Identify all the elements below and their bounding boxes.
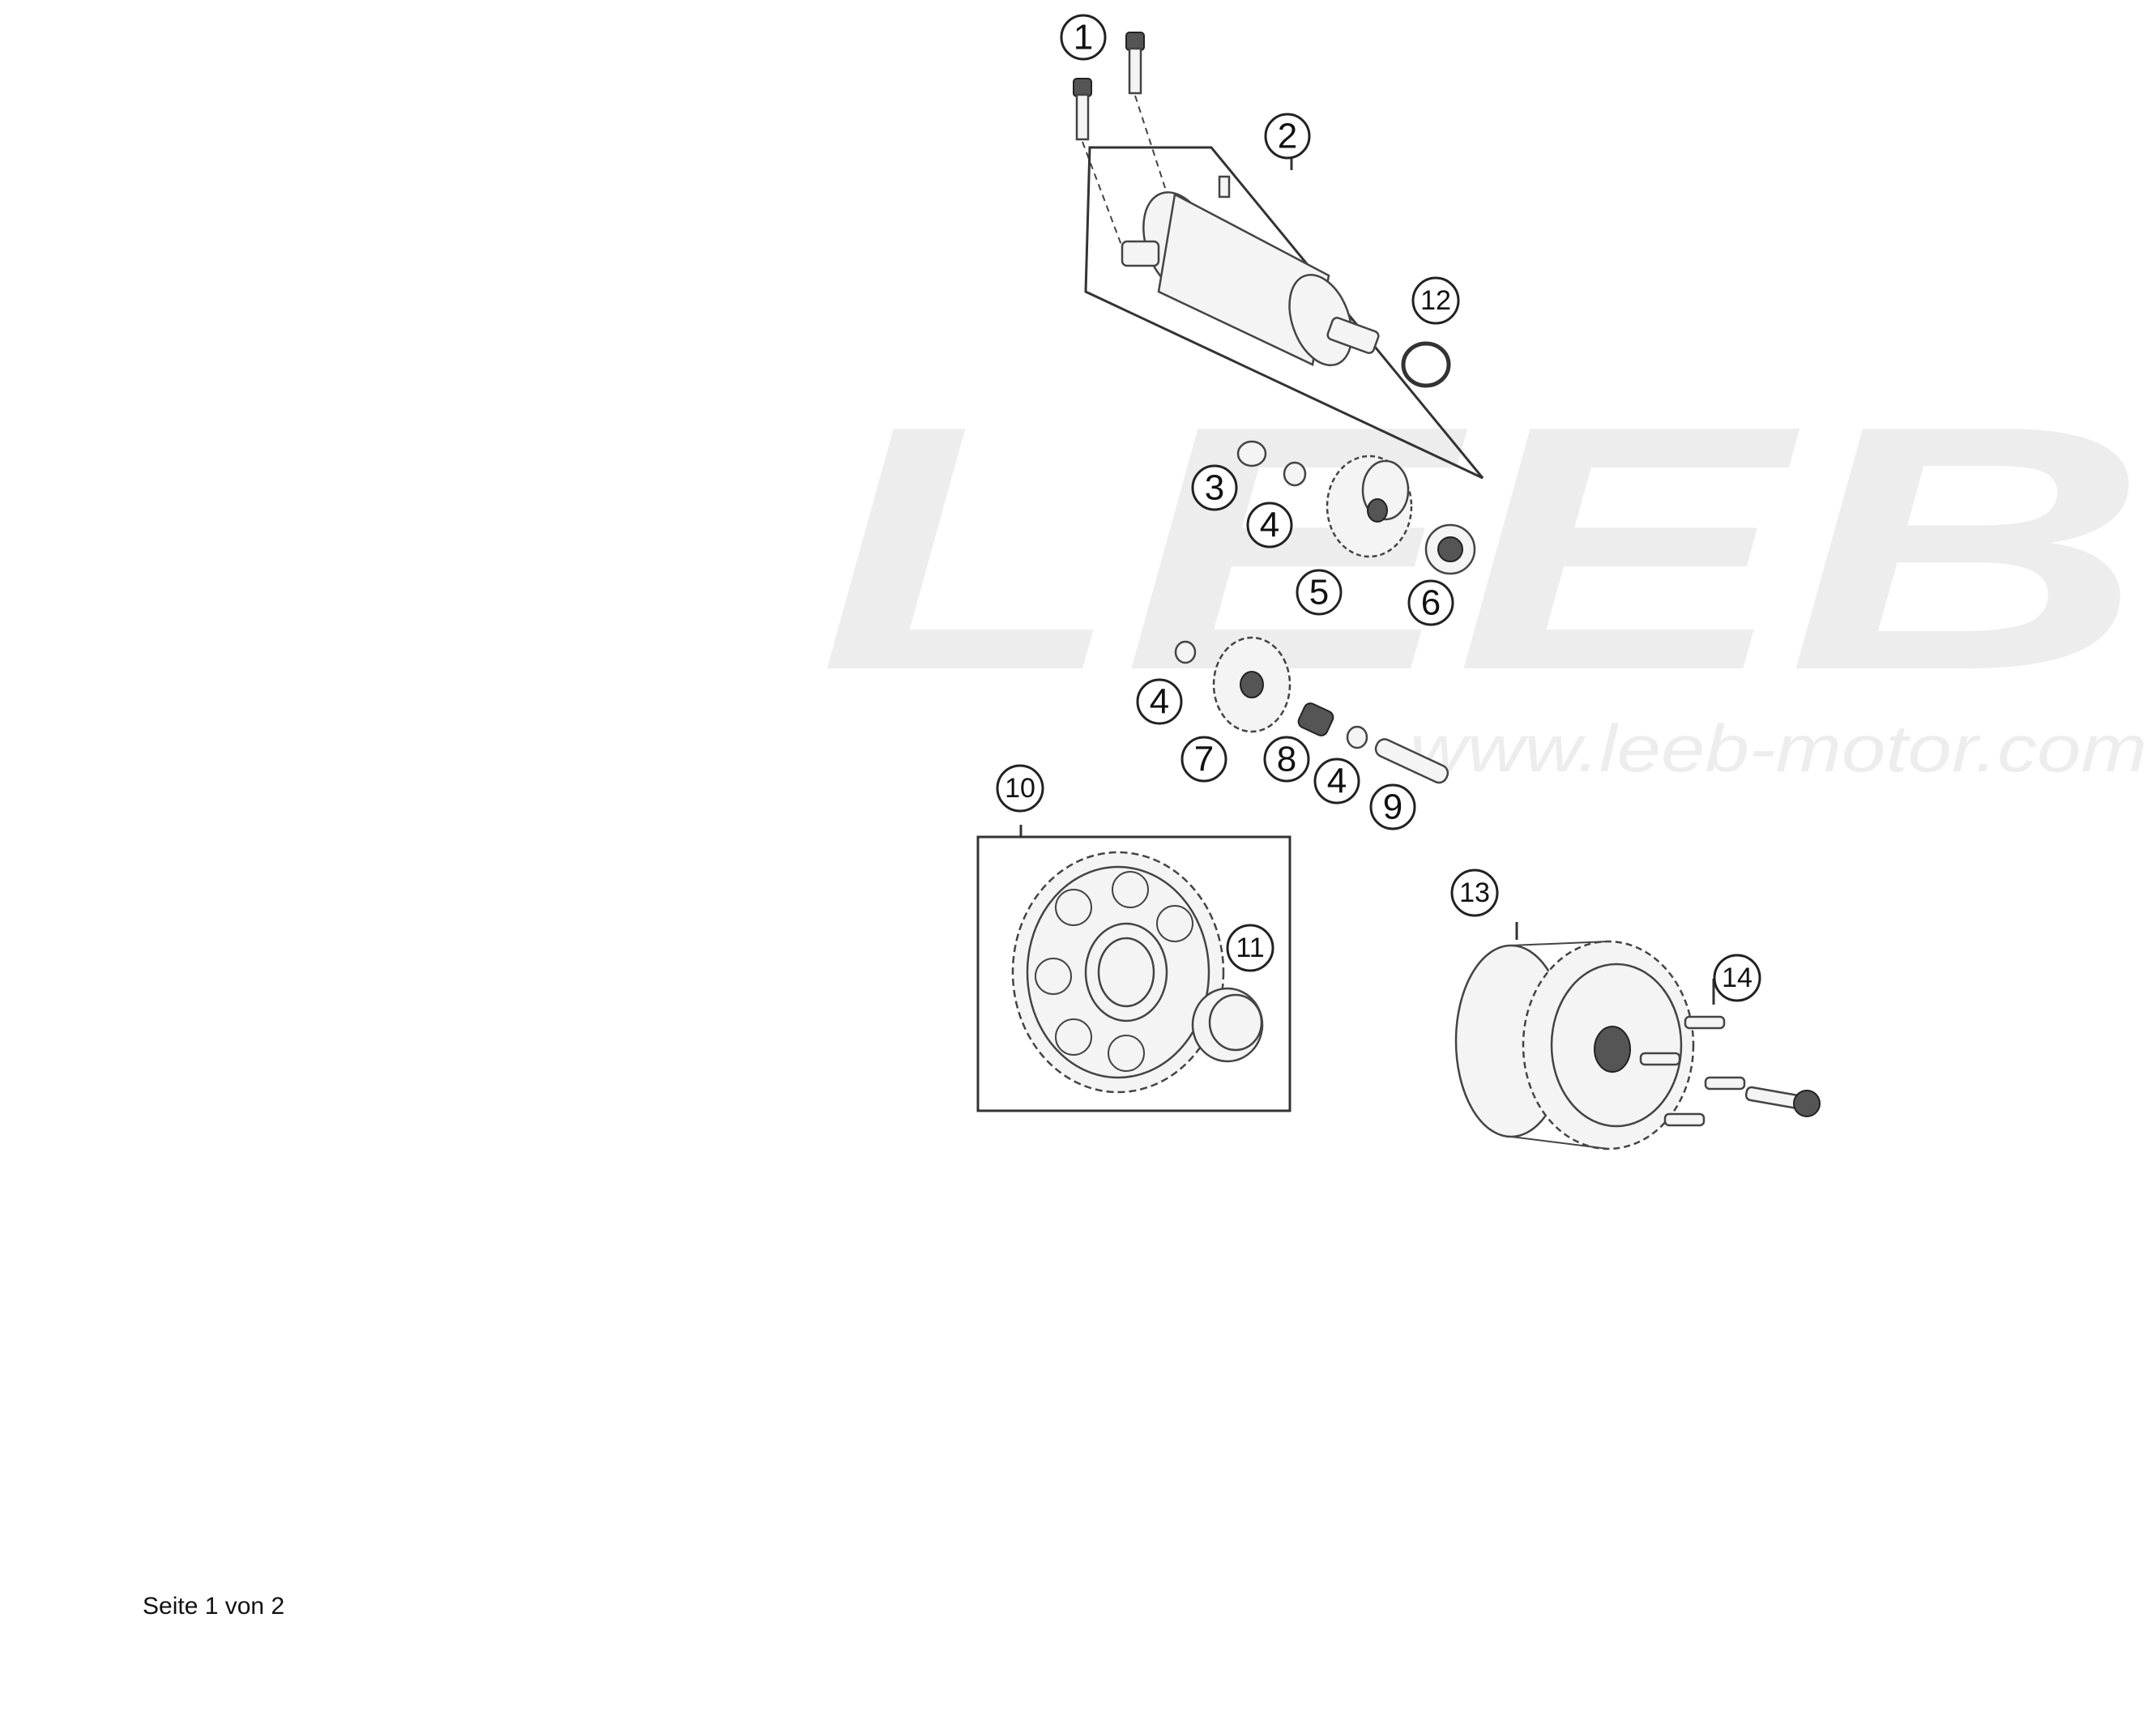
- callout-label: 8: [1277, 740, 1296, 779]
- watermark: LEEB www.leeb-motor.com: [818, 354, 2147, 786]
- callout-label: 4: [1327, 762, 1347, 801]
- part-bushing: [1236, 440, 1267, 467]
- part-starter-motor: [1084, 131, 1484, 480]
- callout-13: 13: [1450, 869, 1499, 917]
- callout-label: 1: [1074, 18, 1093, 58]
- callout-label: 12: [1420, 285, 1451, 316]
- callout-label: 14: [1722, 963, 1753, 993]
- callout-label: 9: [1383, 788, 1402, 827]
- part-flywheel-bolts: [1639, 979, 1821, 1127]
- callout-8: 8: [1263, 736, 1310, 783]
- callout-label: 5: [1309, 573, 1329, 613]
- part-washers: [1174, 461, 1368, 749]
- part-bearing: [1424, 523, 1476, 575]
- watermark-url: www.leeb-motor.com: [1410, 712, 2147, 786]
- part-ring-gear: [976, 825, 1291, 1112]
- part-sleeve: [1191, 987, 1264, 1063]
- watermark-brand: LEEB: [818, 354, 2147, 743]
- callout-4b: 4: [1136, 678, 1183, 725]
- callout-4a: 4: [1246, 502, 1293, 548]
- callout-12: 12: [1411, 276, 1460, 325]
- callout-label: 7: [1194, 740, 1214, 779]
- callout-10: 10: [996, 764, 1044, 813]
- callout-11: 11: [1226, 924, 1274, 972]
- callout-1: 1: [1060, 14, 1107, 61]
- callout-2: 2: [1264, 113, 1311, 160]
- part-shaft-pin: [1374, 738, 1449, 784]
- callout-label: 6: [1421, 583, 1441, 623]
- part-idler-gear: [1212, 636, 1291, 733]
- callout-5: 5: [1296, 569, 1343, 616]
- part-needle-bearing: [1297, 702, 1334, 736]
- callout-label: 10: [1005, 773, 1035, 804]
- page-number: Seite 1 von 2: [143, 1593, 285, 1620]
- callout-9: 9: [1369, 783, 1416, 830]
- part-bolts: [1073, 32, 1168, 248]
- part-double-gear: [1326, 455, 1413, 558]
- callout-7: 7: [1180, 736, 1227, 783]
- callout-3: 3: [1191, 464, 1238, 511]
- callout-label: 2: [1278, 117, 1297, 156]
- callout-14: 14: [1713, 954, 1761, 1002]
- callout-label: 13: [1459, 877, 1490, 908]
- callout-label: 4: [1150, 682, 1169, 722]
- callout-4c: 4: [1313, 758, 1360, 805]
- callout-label: 3: [1205, 468, 1224, 508]
- callout-label: 4: [1260, 506, 1279, 545]
- part-o-ring: [1401, 341, 1451, 388]
- part-flywheel: [1454, 922, 1695, 1150]
- callout-6: 6: [1407, 579, 1454, 626]
- callout-label: 11: [1236, 933, 1264, 963]
